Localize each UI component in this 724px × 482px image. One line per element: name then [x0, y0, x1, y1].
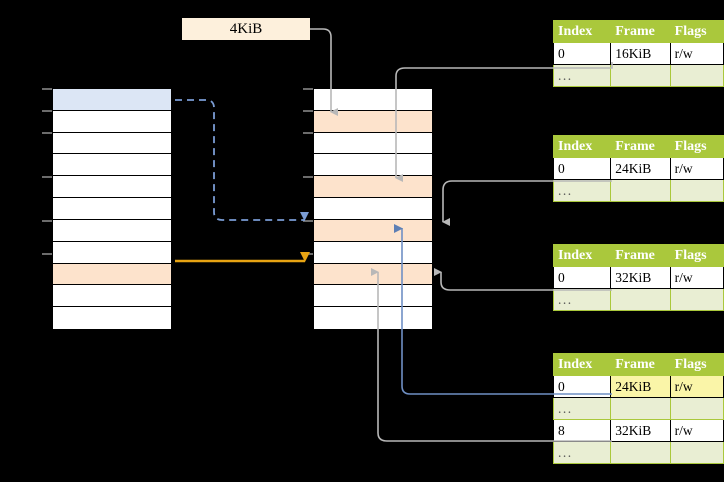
page-table-3-row: ... [552, 441, 724, 464]
page-table-1-cell-1-1 [610, 179, 671, 202]
page-table-3-cell-0-0: 0 [552, 375, 612, 398]
middle-column-row-5 [314, 198, 432, 220]
offset-label: 4KiB [182, 18, 310, 40]
page-table-0-cell-0-0: 0 [552, 42, 612, 65]
middle-column-row-4 [314, 176, 432, 199]
page-table-1-cell-1-2 [669, 179, 724, 202]
page-table-1-cell-1-0: ... [552, 179, 612, 202]
page-table-2-cell-1-2 [669, 288, 724, 311]
page-table-3-row: ... [552, 397, 724, 420]
page-table-0-header-flags: Flags [669, 20, 724, 43]
middle-column-ticks [303, 88, 313, 255]
page-table-0-cell-0-1: 16KiB [610, 42, 671, 65]
left-column-row-6 [53, 219, 171, 242]
page-table-3-header-frame: Frame [610, 353, 671, 376]
page-table-1-cell-0-2: r/w [669, 157, 724, 180]
left-column-row-3 [53, 154, 171, 177]
page-table-0-cell-1-2 [669, 64, 724, 87]
page-table-3-header-index: Index [552, 353, 612, 376]
page-table-1-row: ... [552, 179, 724, 202]
page-table-0-header-index: Index [552, 20, 612, 43]
left-memory-column [52, 88, 172, 330]
page-table-2-cell-0-1: 32KiB [610, 266, 671, 289]
left-column-row-10 [53, 307, 171, 329]
left-column-row-4 [53, 176, 171, 199]
page-table-3-cell-0-2: r/w [669, 375, 724, 398]
middle-column-row-6 [314, 219, 432, 242]
middle-column-row-0 [314, 89, 432, 111]
page-table-2-header-index: Index [552, 244, 612, 267]
page-table-3-cell-3-0: ... [552, 441, 612, 464]
middle-column-row-3 [314, 154, 432, 177]
page-table-0-cell-1-1 [610, 64, 671, 87]
left-column-row-9 [53, 285, 171, 308]
page-table-3-cell-0-1: 24KiB [610, 375, 671, 398]
page-table-3-cell-2-0: 8 [552, 419, 612, 442]
middle-column-row-8 [314, 263, 432, 286]
page-table-3-cell-1-0: ... [552, 397, 612, 420]
wire-left-blue-to-middle [175, 99, 309, 221]
page-table-0-header-frame: Frame [610, 20, 671, 43]
left-column-row-7 [53, 241, 171, 264]
left-column-row-8 [53, 263, 171, 286]
page-table-1-cell-0-1: 24KiB [610, 157, 671, 180]
page-table-0-row: ... [552, 64, 724, 87]
middle-column-row-9 [314, 285, 432, 308]
page-table-3-cell-3-2 [669, 441, 724, 464]
page-table-2-header-flags: Flags [669, 244, 724, 267]
left-column-row-2 [53, 132, 171, 155]
page-table-3-cell-2-1: 32KiB [610, 419, 671, 442]
page-table-2-cell-1-0: ... [552, 288, 612, 311]
middle-column-row-1 [314, 110, 432, 133]
middle-column-row-7 [314, 241, 432, 264]
page-table-3-cell-1-2 [669, 397, 724, 420]
middle-column-row-10 [314, 307, 432, 329]
page-table-3-cell-3-1 [610, 441, 671, 464]
page-table-1-header-index: Index [552, 135, 612, 158]
middle-column-row-2 [314, 132, 432, 155]
left-column-row-1 [53, 110, 171, 133]
page-table-2-header-frame: Frame [610, 244, 671, 267]
left-column-row-5 [53, 198, 171, 220]
page-table-1-header-frame: Frame [610, 135, 671, 158]
page-table-1-header-flags: Flags [669, 135, 724, 158]
page-table-3-cell-1-1 [610, 397, 671, 420]
middle-memory-column [313, 88, 433, 330]
page-table-0-cell-1-0: ... [552, 64, 612, 87]
page-table-3-header-flags: Flags [669, 353, 724, 376]
page-table-2-cell-0-2: r/w [669, 266, 724, 289]
page-table-3-cell-2-2: r/w [669, 419, 724, 442]
page-table-0-cell-0-2: r/w [669, 42, 724, 65]
page-table-2-cell-1-1 [610, 288, 671, 311]
left-column-row-0 [53, 89, 171, 111]
page-table-2-row: ... [552, 288, 724, 311]
page-table-2-cell-0-0: 0 [552, 266, 612, 289]
page-table-1-cell-0-0: 0 [552, 157, 612, 180]
left-column-ticks [42, 88, 52, 255]
